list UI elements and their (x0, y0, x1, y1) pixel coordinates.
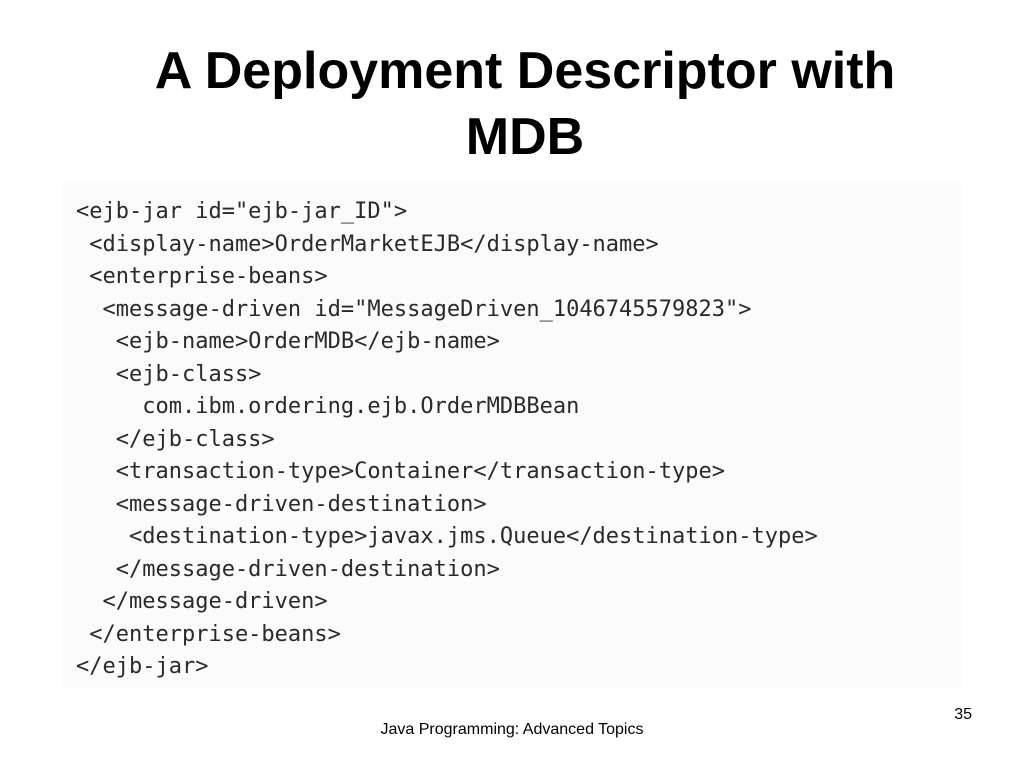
slide-title-line-1: A Deployment Descriptor with (154, 42, 896, 100)
code-line-7: com.ibm.ordering.ejb.OrderMDBBean (76, 394, 580, 419)
slide-footer: Java Programming: Advanced Topics (380, 721, 644, 738)
code-line-1: <ejb-jar id="ejb-jar_ID"> (76, 199, 408, 224)
code-listing: <ejb-jar id="ejb-jar_ID"> <display-name>… (62, 183, 962, 688)
code-line-12: </message-driven-destination> (76, 556, 500, 582)
code-line-4: <message-driven id="MessageDriven_104674… (76, 296, 752, 322)
code-line-3: <enterprise-beans> (76, 264, 328, 289)
code-line-10: <message-driven-destination> (76, 491, 487, 517)
code-line-5: <ejb-name>OrderMDB</ejb-name> (76, 329, 500, 354)
page-number: 35 (954, 706, 972, 723)
code-line-6: <ejb-class> (76, 361, 262, 387)
code-line-11: <destination-type>javax.jms.Queue</desti… (76, 524, 818, 549)
code-line-15: </ejb-jar> (76, 654, 209, 679)
code-line-14: </enterprise-beans> (76, 621, 341, 647)
code-line-8: </ejb-class> (76, 426, 275, 452)
slide-title-line-2: MDB (465, 108, 585, 166)
code-line-13: </message-driven> (76, 589, 328, 614)
code-line-2: <display-name>OrderMarketEJB</display-na… (76, 231, 659, 257)
code-line-9: <transaction-type>Container</transaction… (76, 459, 726, 484)
